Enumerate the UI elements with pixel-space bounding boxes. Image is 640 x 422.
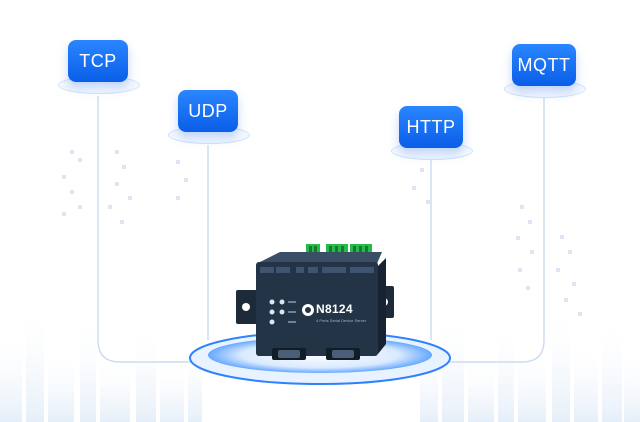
terminal-blocks xyxy=(306,244,372,254)
device-model: N8124 xyxy=(316,302,353,316)
mqtt-label: MQTT xyxy=(517,54,571,75)
http-label: HTTP xyxy=(406,116,456,137)
status-leds xyxy=(269,299,296,325)
city-skyline xyxy=(0,300,640,422)
connection-lines xyxy=(97,96,545,363)
port-label-strip xyxy=(260,267,374,273)
device-subtitle: 4 Ports Serial Device Server xyxy=(316,318,367,323)
http-tag: HTTP xyxy=(399,106,463,148)
udp-label: UDP xyxy=(188,100,228,121)
udp-tag: UDP xyxy=(178,90,238,132)
dot-pattern xyxy=(62,150,582,316)
tcp-label: TCP xyxy=(79,50,117,71)
db9-connectors xyxy=(272,348,360,360)
device-body xyxy=(256,262,378,356)
serial-device-server xyxy=(236,244,394,360)
tcp-tag: TCP xyxy=(68,40,128,82)
mqtt-tag: MQTT xyxy=(512,44,576,86)
